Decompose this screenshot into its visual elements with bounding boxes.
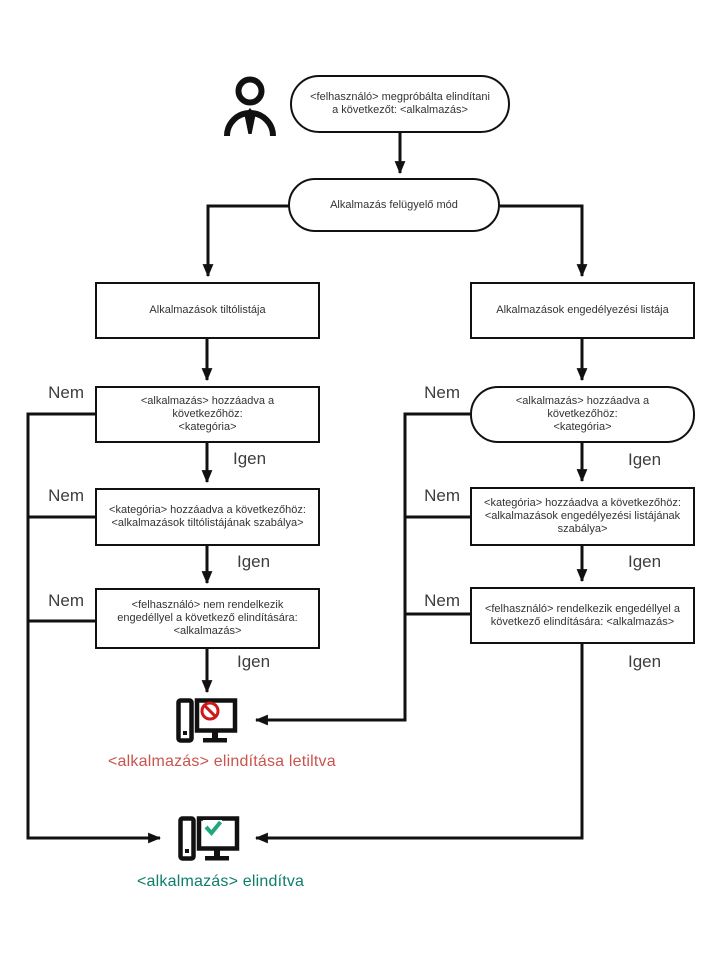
node-allow-check-app: <alkalmazás> hozzáadva a következőhöz: <… xyxy=(470,386,695,443)
label-yes-deny-3: Igen xyxy=(237,652,271,671)
result-blocked-text: <alkalmazás> elindítása letiltva xyxy=(108,753,336,770)
allow-check-category-line1: <kategória> hozzáadva a következőhöz: xyxy=(484,497,681,509)
computer-launched-icon xyxy=(178,816,240,864)
label-yes-deny-2: Igen xyxy=(237,552,271,571)
node-start: <felhasználó> megpróbálta elindítani a k… xyxy=(290,75,510,133)
label-yes-allow-2: Igen xyxy=(628,552,662,571)
node-mode: Alkalmazás felügyelő mód xyxy=(288,178,500,232)
deny-check-user-line1: <felhasználó> nem rendelkezik xyxy=(131,599,284,611)
node-deny-check-user: <felhasználó> nem rendelkezik engedéllye… xyxy=(95,588,320,649)
label-no-deny-3: Nem xyxy=(48,591,84,610)
label-no-deny-1: Nem xyxy=(48,383,84,402)
node-allowlist: Alkalmazások engedélyezési listája xyxy=(470,282,695,339)
deny-check-user-line2: engedéllyel a következő elindítására: xyxy=(117,612,298,624)
computer-blocked-icon xyxy=(176,698,238,746)
label-yes-deny-1: Igen xyxy=(233,449,267,468)
node-denylist: Alkalmazások tiltólistája xyxy=(95,282,320,339)
allow-check-user-line2: következő elindítására: <alkalmazás> xyxy=(490,615,675,628)
allow-check-app-line1: <alkalmazás> hozzáadva a következőhöz: xyxy=(515,395,650,420)
allow-check-app-line2: <kategória> xyxy=(553,421,612,433)
node-allow-check-user: <felhasználó> rendelkezik engedéllyel a … xyxy=(470,587,695,644)
allow-check-category-line2: <alkalmazások engedélyezési listájának xyxy=(484,510,681,522)
node-denylist-title: Alkalmazások tiltólistája xyxy=(149,304,266,316)
allow-check-category-line3: szabálya> xyxy=(557,523,608,535)
node-allowlist-title: Alkalmazások engedélyezési listája xyxy=(496,304,669,316)
node-deny-check-category: <kategória> hozzáadva a következőhöz: <a… xyxy=(95,488,320,546)
deny-check-user-line3: <alkalmazás> xyxy=(173,625,242,637)
label-yes-allow-3: Igen xyxy=(628,652,662,671)
node-deny-check-app: <alkalmazás> hozzáadva a következőhöz: <… xyxy=(95,386,320,443)
deny-check-app-line1: <alkalmazás> hozzáadva a következőhöz: xyxy=(140,395,275,420)
result-launched-text: <alkalmazás> elindítva xyxy=(137,873,305,890)
node-mode-label: Alkalmazás felügyelő mód xyxy=(330,198,458,211)
deny-check-app-line2: <kategória> xyxy=(178,421,237,433)
allow-check-user-line1: <felhasználó> rendelkezik engedéllyel a xyxy=(484,602,681,615)
label-no-allow-1: Nem xyxy=(424,383,460,402)
label-no-deny-2: Nem xyxy=(48,486,84,505)
deny-check-category-line2: <alkalmazások tiltólistájának szabálya> xyxy=(111,517,304,529)
node-start-line1: <felhasználó> megpróbálta elindítani xyxy=(310,91,490,103)
label-no-allow-2: Nem xyxy=(424,486,460,505)
node-start-line2: a következőt: <alkalmazás> xyxy=(332,104,468,116)
label-yes-allow-1: Igen xyxy=(628,450,662,469)
label-no-allow-3: Nem xyxy=(424,591,460,610)
deny-check-category-line1: <kategória> hozzáadva a következőhöz: xyxy=(109,504,306,516)
node-allow-check-category: <kategória> hozzáadva a következőhöz: <a… xyxy=(470,487,695,546)
person-icon xyxy=(222,76,278,138)
